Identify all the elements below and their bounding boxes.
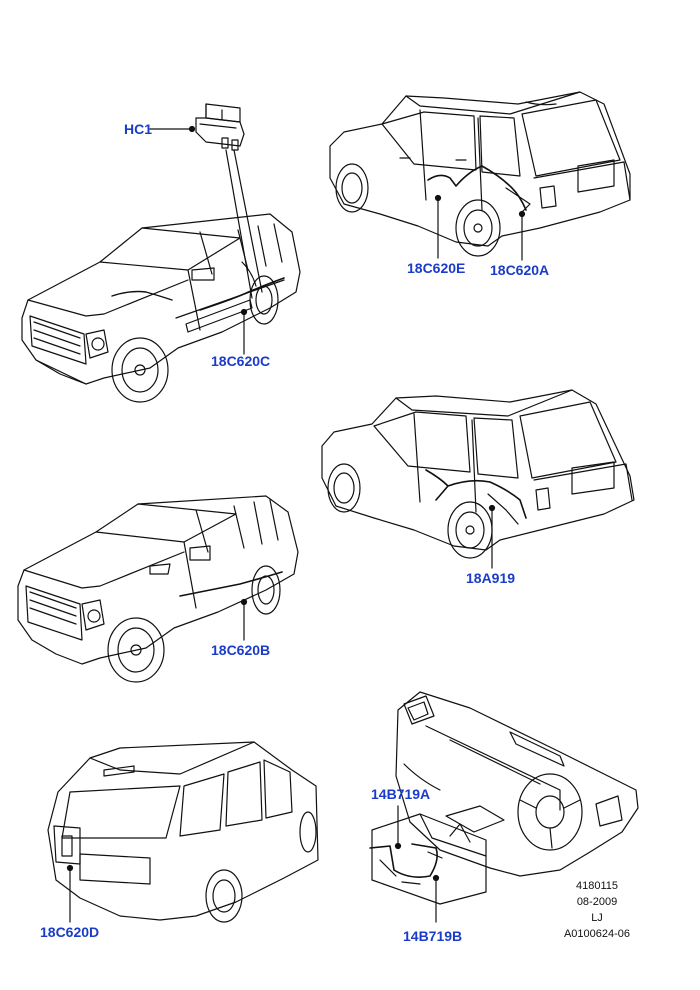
reference-date: 08-2009 [576,896,618,908]
rear-vehicle-illustration-3 [47,741,319,923]
front-vehicle-illustration-1 [21,213,301,403]
callout-18a919: 18A919 [466,570,516,586]
rear-vehicle-illustration-1 [329,91,631,261]
callout-hc1: HC1 [124,121,153,137]
harness-clip-illustration [149,103,263,299]
reference-initials: LJ [591,912,603,924]
dashboard-illustration [369,691,639,923]
callout-18c620a: 18C620A [490,262,550,278]
callout-18c620b: 18C620B [211,642,271,658]
reference-block: 4180115 08-2009 LJ A0100624-06 [552,878,642,942]
reference-illustration-id: A0100624-06 [563,928,631,940]
callout-18c620d: 18C620D [40,924,100,940]
callout-14b719b: 14B719B [403,928,463,944]
callout-18c620e: 18C620E [407,260,466,276]
callout-14b719a: 14B719A [371,786,431,802]
callout-18c620c: 18C620C [211,353,271,369]
front-vehicle-illustration-2 [17,495,299,683]
reference-part-number: 4180115 [575,880,618,892]
rear-vehicle-illustration-2 [321,389,635,569]
